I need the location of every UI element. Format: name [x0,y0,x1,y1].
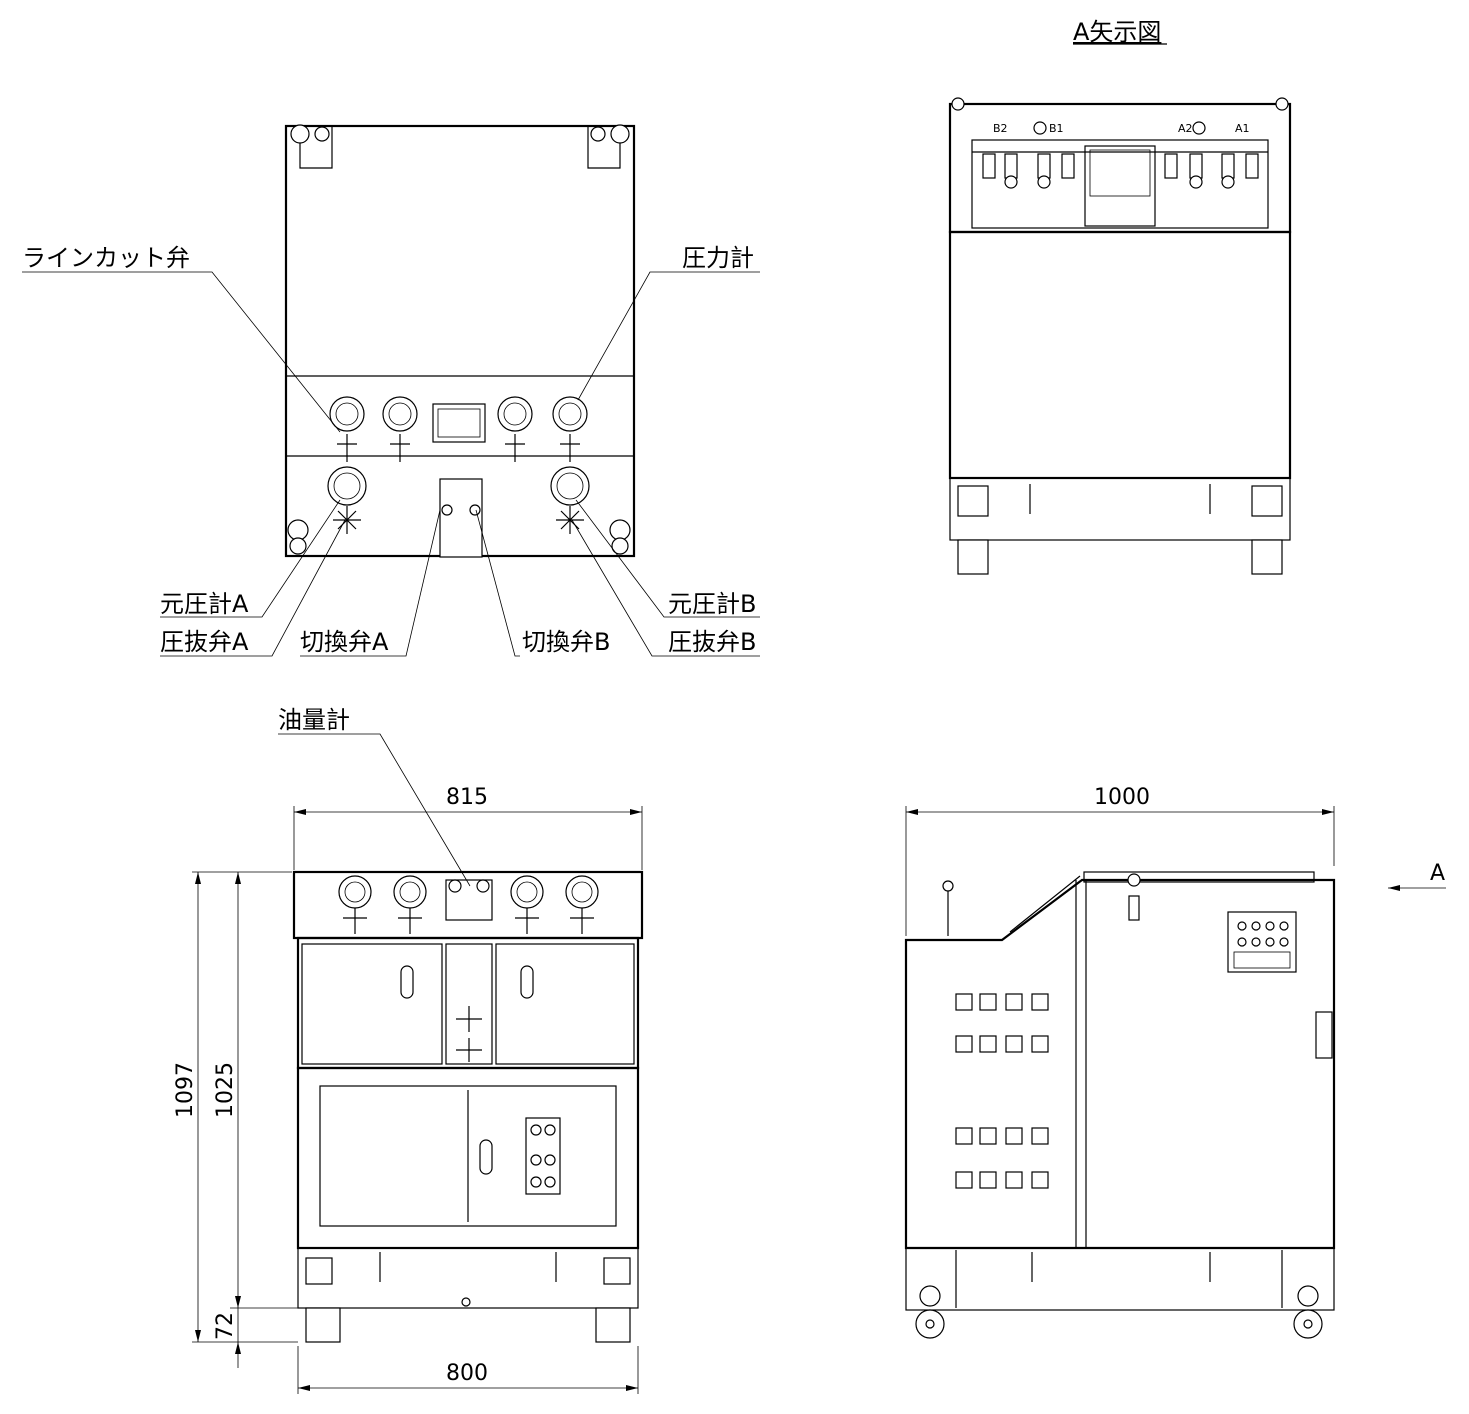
label-source-gauge-b: 元圧計B [668,590,756,618]
front-gauges [338,875,599,934]
port-b2: B2 [993,122,1008,135]
relief-valve-knob-a [333,506,361,534]
label-relief-valve-a: 圧抜弁A [160,628,249,656]
label-switch-valve-a: 切換弁A [300,628,389,656]
view-a-title: A矢示図 [1073,18,1161,46]
dim-side-length: 1000 [1094,785,1150,810]
label-pressure-gauge: 圧力計 [682,244,754,272]
port-a2: A2 [1178,122,1193,135]
leaders-top [22,271,760,657]
side-view [904,871,1336,1339]
label-source-gauge-a: 元圧計A [160,590,249,618]
dim-caster-height: 72 [213,1312,238,1340]
dim-total-height: 1097 [173,1062,198,1118]
label-line-cut-valve: ラインカット弁 [22,244,190,272]
pressure-gauges-top [329,396,588,462]
top-view [284,124,636,558]
front-dimensions [192,806,643,1394]
side-dimensions [905,806,1335,936]
front-view [292,870,644,1343]
label-relief-valve-b: 圧抜弁B [668,628,756,656]
view-arrow-label: A [1430,861,1445,886]
dim-base-width: 800 [446,1361,488,1386]
label-oil-level-gauge: 油量計 [278,706,350,734]
label-switch-valve-b: 切換弁B [522,628,610,656]
port-a1: A1 [1235,122,1250,135]
ports-left [982,153,1075,189]
vents [955,993,1049,1189]
view-arrow-a [1388,885,1446,891]
ports-right [1164,153,1259,189]
arrow-view-a: B2 B1 A2 A1 [948,97,1292,575]
relief-valve-knob-b [556,506,584,534]
dim-body-height: 1025 [213,1062,238,1118]
dim-front-width: 815 [446,785,488,810]
port-b1: B1 [1049,122,1064,135]
